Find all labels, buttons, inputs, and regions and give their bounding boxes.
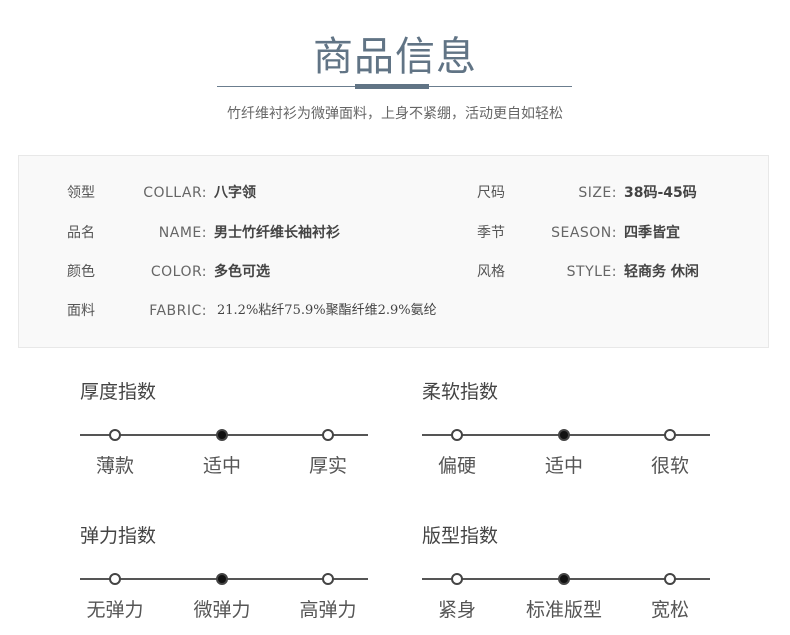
scale-option-label: 紧身 <box>437 599 477 621</box>
page-title: 商品信息 <box>313 34 477 80</box>
scale-title: 版型指数 <box>422 525 499 547</box>
spec-label-cn: 尺码 <box>477 185 505 201</box>
dot-icon <box>664 573 676 585</box>
dot-icon <box>451 573 463 585</box>
scale-softness: 柔软指数偏硬 适中 很软 <box>422 377 712 487</box>
spec-label-en: SIZE: <box>578 185 617 201</box>
dot-icon <box>322 429 334 441</box>
spec-label-cn: 面料 <box>67 303 95 319</box>
spec-value: 四季皆宜 <box>624 225 680 241</box>
spec-value: 轻商务 休闲 <box>624 264 699 280</box>
scale-option-label: 高弹力 <box>299 599 357 621</box>
selected-dot-icon <box>558 573 570 585</box>
dot-icon <box>109 573 121 585</box>
spec-panel: 领型 COLLAR: 八字领 品名 NAME: 男士竹纤维长袖衬衫 颜色 COLOR: 多色… <box>18 155 769 348</box>
spec-label-cn: 品名 <box>67 225 95 241</box>
page-subtitle: 竹纤维衬衫为微弹面料，上身不紧绷，活动更自如轻松 <box>227 106 563 122</box>
scale-title: 厚度指数 <box>80 381 157 403</box>
scale-option-label: 标准版型 <box>525 599 603 621</box>
scale-option-label: 宽松 <box>650 599 690 621</box>
scale-thickness: 厚度指数薄款 适中 厚实 <box>80 377 370 487</box>
spec-label-cn: 领型 <box>67 185 95 201</box>
spec-value: 八字领 <box>214 185 256 201</box>
spec-value: 男士竹纤维长袖衬衫 <box>214 225 340 241</box>
spec-label-en: FABRIC: <box>149 303 207 319</box>
scale-title: 弹力指数 <box>80 525 157 547</box>
scale-option-label: 微弹力 <box>193 599 251 621</box>
scale-option-label: 薄款 <box>95 455 135 477</box>
title-accent-bar <box>355 84 429 89</box>
dot-icon <box>109 429 121 441</box>
dot-icon <box>451 429 463 441</box>
spec-value: 38码-45码 <box>624 185 697 201</box>
spec-label-en: COLOR: <box>150 264 207 280</box>
selected-dot-icon <box>558 429 570 441</box>
spec-label-cn: 风格 <box>477 264 505 280</box>
dot-icon <box>664 429 676 441</box>
scale-option-label: 无弹力 <box>86 599 144 621</box>
dot-icon <box>322 573 334 585</box>
scale-elasticity: 弹力指数无弹力 微弹力 高弹力 <box>80 521 370 631</box>
scale-option-label: 偏硬 <box>437 455 477 477</box>
spec-label-cn: 季节 <box>477 225 505 241</box>
scale-option-label: 适中 <box>544 455 584 477</box>
spec-value: 21.2%粘纤75.9%聚酯纤维2.9%氨纶 <box>217 303 437 318</box>
scale-option-label: 很软 <box>650 455 690 477</box>
scale-option-label: 适中 <box>202 455 242 477</box>
spec-label-en: STYLE: <box>566 264 617 280</box>
spec-label-en: SEASON: <box>551 225 617 241</box>
selected-dot-icon <box>216 573 228 585</box>
spec-label-cn: 颜色 <box>67 264 95 280</box>
scale-option-label: 厚实 <box>308 455 348 477</box>
spec-label-en: NAME: <box>158 225 207 241</box>
spec-label-en: COLLAR: <box>143 185 207 201</box>
scale-fit: 版型指数紧身 标准版型 宽松 <box>422 521 712 631</box>
scale-title: 柔软指数 <box>422 381 499 403</box>
spec-value: 多色可选 <box>214 264 270 280</box>
selected-dot-icon <box>216 429 228 441</box>
